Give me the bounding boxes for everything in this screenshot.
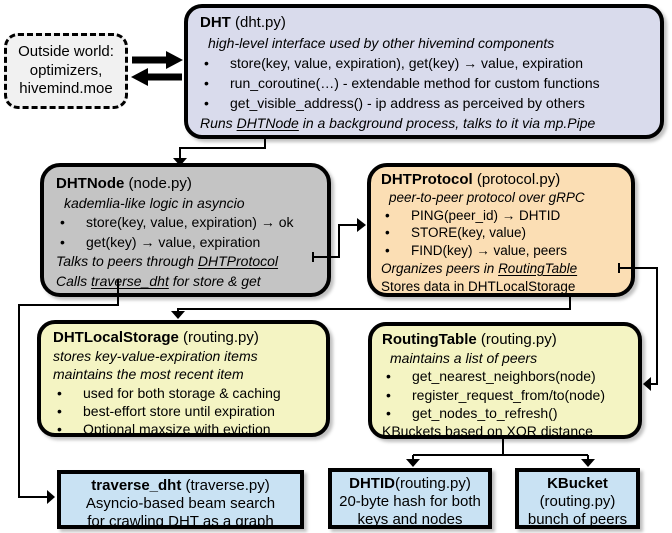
localstorage-bullet: best-effort store until expiration xyxy=(53,402,320,420)
bullet-icon xyxy=(381,224,411,242)
dht-bullet: run_coroutine(…) - extendable method for… xyxy=(200,73,652,93)
dhtprotocol-title: DHTProtocol (protocol.py) xyxy=(381,171,561,188)
dhtid-line: 20-byte hash for both xyxy=(339,492,481,510)
dhtnode-footer-traverse: Calls traverse_dht for store & get xyxy=(56,272,261,289)
dhtnode-bullet: store(key, value, expiration) → ok xyxy=(56,213,321,233)
arrowhead-right-dht xyxy=(166,51,183,69)
dht-title-file: (dht.py) xyxy=(230,14,286,31)
traverse-dht-box: traverse_dht (traverse.py) Asyncio-based… xyxy=(57,470,304,530)
dht-title: DHT (dht.py) xyxy=(200,13,652,33)
bullet-icon xyxy=(53,402,83,420)
bullet-icon xyxy=(200,53,230,73)
arrowhead-right-dhtprotocol xyxy=(357,218,366,232)
dhtnode-subtitle: kademlia-like logic in asyncio xyxy=(64,194,245,211)
dht-bullet: get_visible_address() - ip address as pe… xyxy=(200,93,652,113)
routingtable-title: RoutingTable (routing.py) xyxy=(382,331,557,348)
kbucket-box: KBucket (routing.py) bunch of peers xyxy=(515,468,640,529)
routingtable-box: RoutingTable (routing.py) maintains a li… xyxy=(368,322,642,439)
bullet-icon xyxy=(382,404,412,422)
routingtable-bullet: register_request_from/to(node) xyxy=(382,386,634,404)
kbucket-title: KBucket xyxy=(547,475,608,492)
routingtable-bullet: get_nodes_to_refresh() xyxy=(382,404,634,422)
dhtid-title: DHTID(routing.py) xyxy=(349,475,471,492)
arrow-routingtable-fork xyxy=(412,439,589,460)
dhtprotocol-footer-storage: Stores data in DHTLocalStorage xyxy=(381,278,576,294)
dht-bullet: store(key, value, expiration), get(key) … xyxy=(200,53,652,73)
dhtnode-title: DHTNode (node.py) xyxy=(56,175,192,192)
bullet-icon xyxy=(200,73,230,93)
bullet-icon xyxy=(382,367,412,385)
dht-title-name: DHT xyxy=(200,14,231,31)
outside-world-line: optimizers, xyxy=(29,61,103,79)
dht-box: DHT (dht.py) high-level interface used b… xyxy=(184,4,664,139)
dhtnode-box: DHTNode (node.py) kademlia-like logic in… xyxy=(40,163,331,297)
dhtprotocol-footer-routing: Organizes peers in RoutingTable xyxy=(381,260,578,276)
outside-world-line: Outside world: xyxy=(18,43,114,60)
dhtprotocol-subtitle: peer-to-peer protocol over gRPC xyxy=(389,189,585,205)
arrowhead-right-traverse xyxy=(47,490,55,504)
bullet-icon xyxy=(53,420,83,438)
localstorage-box: DHTLocalStorage (routing.py) stores key-… xyxy=(37,320,330,437)
dhtprotocol-bullet: STORE(key, value) xyxy=(381,224,627,242)
outside-world-box: Outside world: optimizers, hivemind.moe xyxy=(4,33,128,109)
bullet-icon xyxy=(382,386,412,404)
traverse-line: Asyncio-based beam search xyxy=(85,494,276,512)
dhtprotocol-box: DHTProtocol (protocol.py) peer-to-peer p… xyxy=(367,163,635,297)
traverse-title: traverse_dht (traverse.py) xyxy=(91,477,270,494)
dht-subtitle: high-level interface used by other hivem… xyxy=(208,35,555,51)
traverse-line: for crawling DHT as a graph xyxy=(87,512,274,530)
localstorage-title: DHTLocalStorage (routing.py) xyxy=(53,329,259,346)
routingtable-subtitle: maintains a list of peers xyxy=(390,350,538,367)
arrowhead-down-dhtid xyxy=(406,459,420,467)
routingtable-bullet: get_nearest_neighbors(node) xyxy=(382,367,634,385)
arrow-dhtprotocol-to-localstorage xyxy=(177,295,571,312)
arrow-dht-to-dhtnode xyxy=(179,137,266,159)
dhtid-line: keys and nodes xyxy=(357,510,463,528)
routingtable-footer: KBuckets based on XOR distance xyxy=(382,423,593,440)
bullet-icon xyxy=(56,233,86,253)
outside-world-line: hivemind.moe xyxy=(19,80,113,97)
traverse-link-text: traverse_dht xyxy=(91,272,169,289)
dhtnode-footer-protocol: Talks to peers through DHTProtocol xyxy=(56,253,279,269)
bullet-icon xyxy=(56,213,86,233)
bullet-icon xyxy=(381,207,411,225)
localstorage-bullet: Optional maxsize with eviction xyxy=(53,420,320,438)
arrowhead-left-outside xyxy=(131,68,148,86)
localstorage-subtitle: stores key-value-expiration items xyxy=(53,348,258,365)
arrowhead-left-routingtable xyxy=(643,377,651,391)
dhtnode-link-text: DHTNode xyxy=(236,115,299,131)
localstorage-subtitle: maintains the most recent item xyxy=(53,366,244,383)
arrowhead-down-kbucket xyxy=(581,459,595,467)
bullet-icon xyxy=(381,242,411,260)
localstorage-bullet: used for both storage & caching xyxy=(53,384,320,402)
kbucket-line: bunch of peers xyxy=(527,510,628,528)
routingtable-link-text: RoutingTable xyxy=(498,260,578,276)
dht-footer: Runs DHTNode in a background process, ta… xyxy=(200,115,596,131)
bullet-icon xyxy=(53,384,83,402)
dhtprotocol-bullet: PING(peer_id) → DHTID xyxy=(381,207,627,225)
dhtnode-bullet: get(key) → value, expiration xyxy=(56,233,321,253)
kbucket-line: (routing.py) xyxy=(539,492,616,510)
localstorage-link-text: LocalStorage xyxy=(495,278,576,294)
bullet-icon xyxy=(200,93,230,113)
arrowhead-down-localstorage xyxy=(171,311,185,319)
dhtprotocol-bullet: FIND(key) → value, peers xyxy=(381,242,627,260)
dhtid-box: DHTID(routing.py) 20-byte hash for both … xyxy=(328,468,492,529)
dhtprotocol-link-text: DHTProtocol xyxy=(197,253,279,269)
